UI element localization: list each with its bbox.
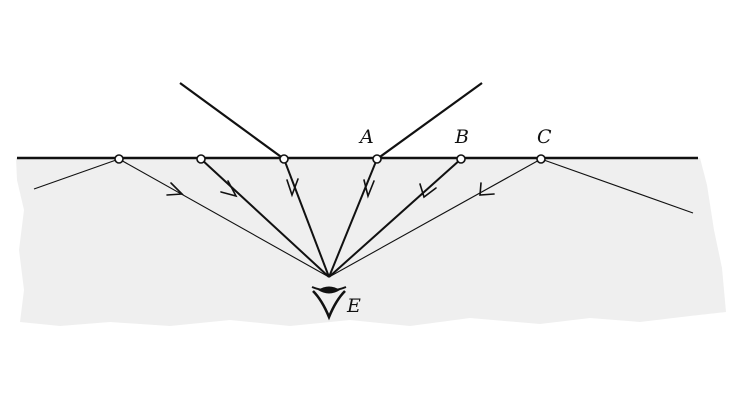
surface-point-b xyxy=(456,154,466,164)
label-c: C xyxy=(537,126,552,148)
arrowhead-ray-6 xyxy=(479,182,495,196)
refracted-ray-4 xyxy=(328,158,378,278)
grazing-line-left xyxy=(33,158,120,190)
surface-point-a xyxy=(372,154,382,164)
grazing-line-right xyxy=(540,158,694,214)
surface-point-1 xyxy=(114,154,124,164)
refracted-ray-1 xyxy=(118,158,330,278)
surface-point-3 xyxy=(279,154,289,164)
arrowhead-ray-4 xyxy=(363,179,375,199)
arrowhead-ray-2 xyxy=(220,180,238,198)
water-region xyxy=(16,158,726,326)
surface-point-2 xyxy=(196,154,206,164)
incident-ray-right xyxy=(376,82,483,160)
eye-icon xyxy=(311,286,347,321)
arrowhead-ray-5 xyxy=(419,183,437,199)
label-b: B xyxy=(454,126,469,148)
surface-point-c xyxy=(536,154,546,164)
refracted-ray-2 xyxy=(200,158,330,278)
label-e: E xyxy=(346,295,361,317)
label-a: A xyxy=(358,126,374,148)
incident-ray-left xyxy=(179,82,285,160)
refracted-ray-3 xyxy=(283,158,330,278)
arrowhead-ray-3 xyxy=(286,178,299,198)
refracted-ray-5 xyxy=(328,158,462,278)
refracted-ray-6 xyxy=(328,158,542,278)
arrowhead-ray-1 xyxy=(166,182,184,196)
